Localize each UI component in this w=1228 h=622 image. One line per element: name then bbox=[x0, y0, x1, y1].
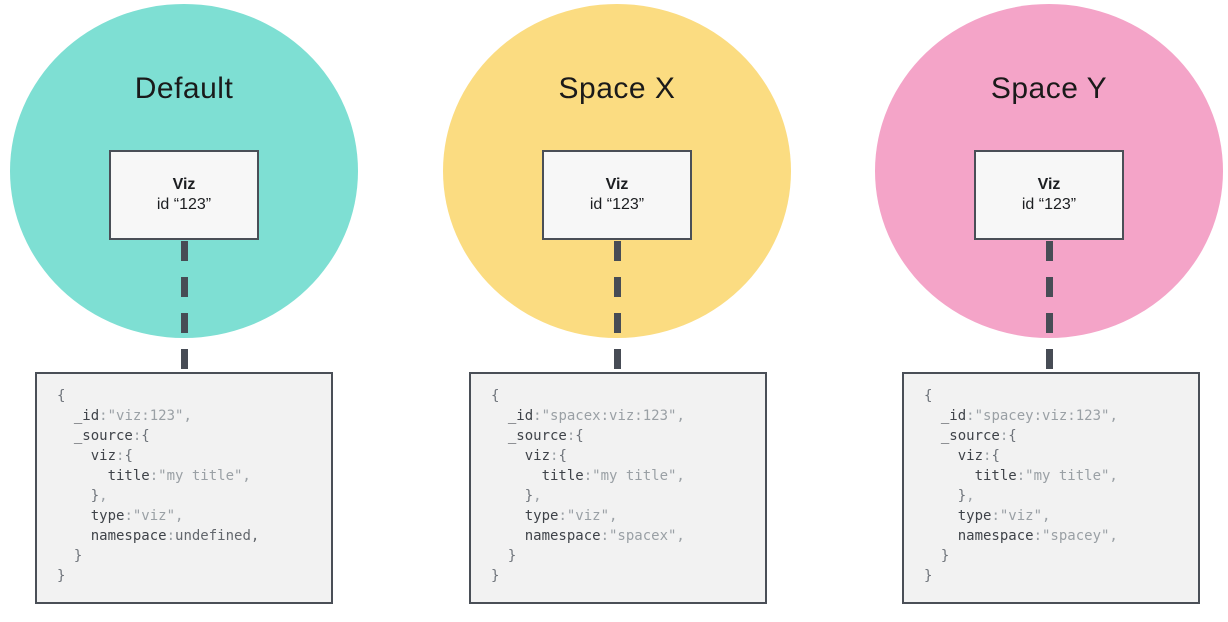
code-block: { _id:"spacex:viz:123", _source:{ viz:{ … bbox=[491, 388, 685, 584]
saved-object-code-box: { _id:"spacey:viz:123", _source:{ viz:{ … bbox=[902, 372, 1200, 604]
saved-object-code-box: { _id:"viz:123", _source:{ viz:{ title:"… bbox=[35, 372, 333, 604]
space-label: Default bbox=[134, 72, 234, 105]
viz-title: Viz bbox=[605, 176, 629, 193]
code-block: { _id:"viz:123", _source:{ viz:{ title:"… bbox=[57, 388, 260, 584]
viz-id: id “123” bbox=[156, 196, 212, 213]
dashed-connector-line bbox=[614, 241, 621, 372]
space-label: Space Y bbox=[990, 72, 1108, 105]
viz-box: Viz id “123” bbox=[109, 150, 259, 240]
space-label: Space X bbox=[558, 72, 676, 105]
viz-title: Viz bbox=[172, 176, 196, 193]
viz-box: Viz id “123” bbox=[542, 150, 692, 240]
viz-id: id “123” bbox=[1021, 196, 1077, 213]
saved-object-code-box: { _id:"spacex:viz:123", _source:{ viz:{ … bbox=[469, 372, 767, 604]
dashed-connector-line bbox=[1046, 241, 1053, 372]
code-block: { _id:"spacey:viz:123", _source:{ viz:{ … bbox=[924, 388, 1118, 584]
viz-id: id “123” bbox=[589, 196, 645, 213]
viz-box: Viz id “123” bbox=[974, 150, 1124, 240]
dashed-connector-line bbox=[181, 241, 188, 372]
viz-title: Viz bbox=[1037, 176, 1061, 193]
